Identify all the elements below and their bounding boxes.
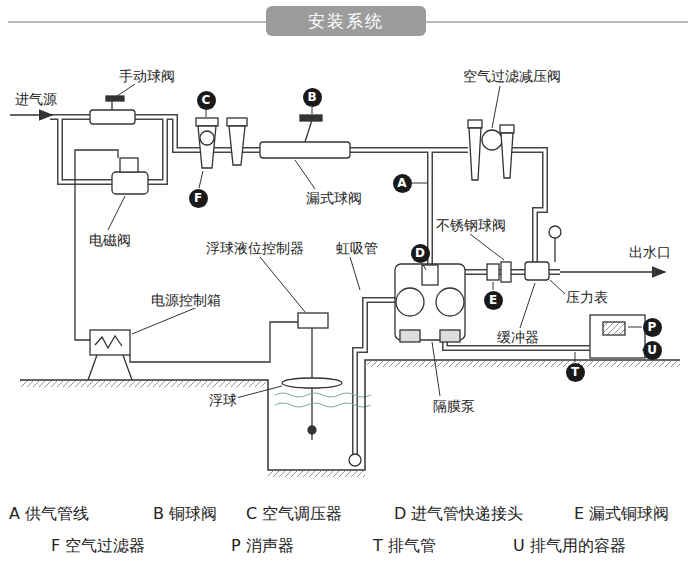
- key-entry: B 铜球阀: [152, 505, 218, 523]
- callout-circle: A: [393, 174, 412, 193]
- inlet-arrow: [10, 114, 52, 116]
- part-label: 不锈钢球阀: [435, 217, 507, 233]
- wires: [75, 150, 298, 362]
- part-label: 漏式球阀: [305, 190, 363, 206]
- key-entry: D 进气管快递接头: [393, 505, 524, 523]
- part-label: 手动球阀: [118, 68, 176, 84]
- key-entry: P 消声器: [230, 537, 295, 555]
- key-entry: T 排气管: [372, 537, 437, 555]
- title-banner: 安装系统: [266, 6, 426, 36]
- callout-circle: T: [566, 363, 585, 382]
- part-label: 浮球液位控制器: [205, 240, 305, 256]
- callout-letter: C: [202, 94, 211, 106]
- key-entry: E 漏式铜球阀: [573, 505, 670, 523]
- key-entry: U 排气用的容器: [512, 537, 627, 555]
- callout-circle: F: [189, 189, 208, 208]
- water: [275, 393, 371, 407]
- part-label: 隔膜泵: [432, 398, 476, 414]
- callout-letter: T: [571, 366, 579, 378]
- callout-letter: B: [307, 91, 316, 103]
- callout-letter: P: [648, 321, 657, 333]
- ground: [20, 360, 680, 477]
- part-label: 空气过滤减压阀: [462, 68, 562, 84]
- callout-letter: F: [194, 192, 202, 204]
- part-label: 虹吸管: [335, 240, 379, 256]
- callout-circle: D: [411, 244, 430, 263]
- parts: [88, 96, 645, 466]
- key-entry: A 供气管线: [8, 505, 90, 523]
- pipes: [50, 117, 590, 455]
- part-label: 浮球: [208, 392, 238, 408]
- callout-circle: C: [197, 91, 216, 110]
- callout-circle: P: [643, 318, 662, 337]
- part-label: 电源控制箱: [150, 292, 222, 308]
- callout-letter: A: [397, 177, 406, 189]
- part-label: 缓冲器: [496, 329, 540, 345]
- key-entry: C 空气调压器: [245, 505, 343, 523]
- callout-circle: U: [643, 341, 662, 360]
- part-label: 电磁阀: [88, 232, 132, 248]
- callout-circle: B: [303, 88, 322, 107]
- callout-letter: D: [415, 247, 425, 259]
- part-label: 出水口: [628, 244, 672, 260]
- leader-lines: [108, 84, 646, 398]
- part-label: 压力表: [565, 289, 609, 305]
- title-text: 安装系统: [308, 10, 384, 33]
- callout-letter: E: [489, 294, 497, 306]
- callout-circle: E: [484, 291, 503, 310]
- part-label: 进气源: [14, 91, 58, 107]
- outlet-arrow: [560, 271, 665, 273]
- callout-letter: U: [647, 344, 657, 356]
- key-entry: F 空气过滤器: [50, 537, 146, 555]
